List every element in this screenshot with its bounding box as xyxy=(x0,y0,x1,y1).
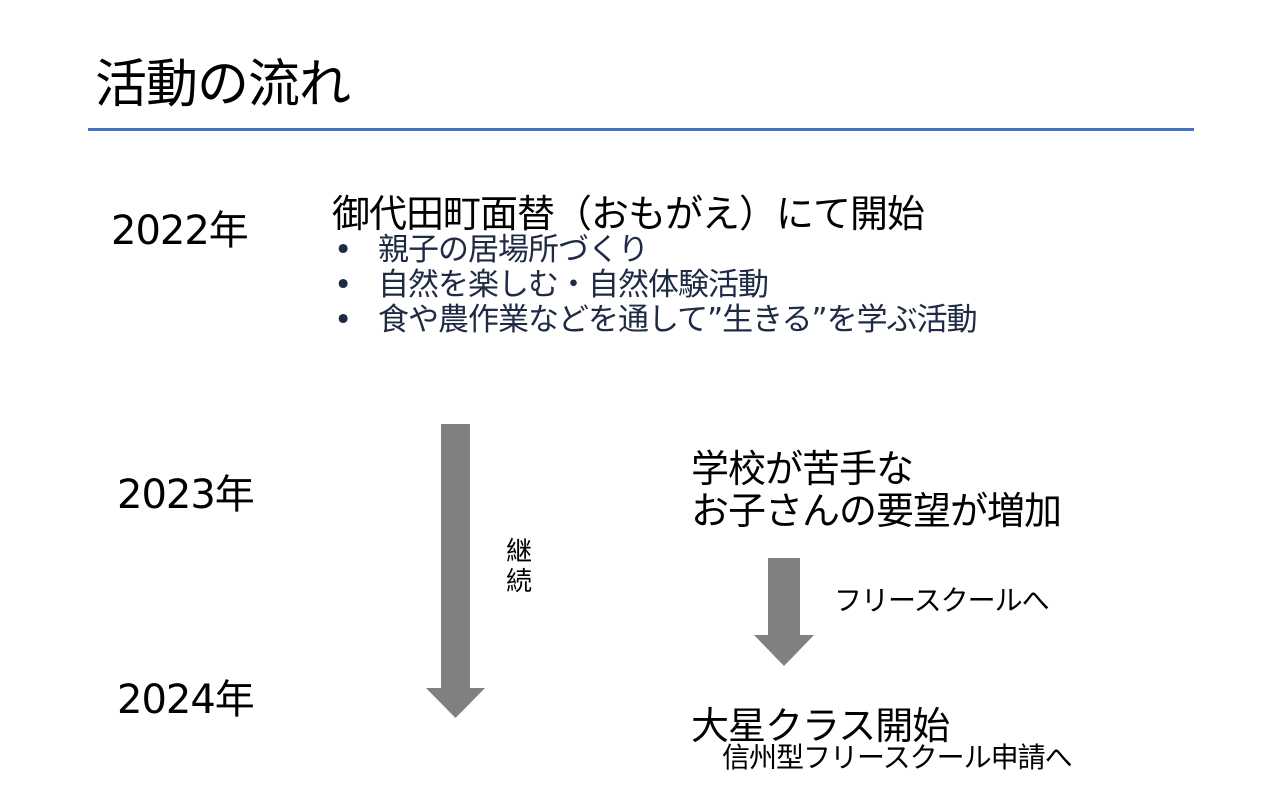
bullet-marker: • xyxy=(334,302,352,338)
bullet-text: 食や農作業などを通して”生きる”を学ぶ活動 xyxy=(378,302,978,338)
need-line-2: お子さんの要望が増加 xyxy=(691,489,1062,533)
bullet-marker: • xyxy=(334,232,352,268)
transition-arrow-icon xyxy=(754,558,814,666)
slide-title: 活動の流れ xyxy=(95,55,351,115)
bullet-item: • 自然を楽しむ・自然体験活動 xyxy=(332,268,977,303)
bullet-item: • 親子の居場所づくり xyxy=(332,233,977,268)
result-heading: 大星クラス開始 xyxy=(691,704,950,748)
title-divider xyxy=(88,128,1194,131)
continuation-label: 継続 xyxy=(505,537,532,597)
start-bullet-list: • 親子の居場所づくり • 自然を楽しむ・自然体験活動 • 食や農作業などを通し… xyxy=(332,233,978,338)
bullet-item: • 食や農作業などを通して”生きる”を学ぶ活動 xyxy=(332,302,978,338)
transition-label: フリースクールへ xyxy=(834,584,1050,617)
continuation-arrow-icon xyxy=(426,424,485,718)
year-2023-label: 2023年 xyxy=(117,472,255,518)
bullet-text: 自然を楽しむ・自然体験活動 xyxy=(378,267,769,303)
start-heading: 御代田町面替（おもがえ）にて開始 xyxy=(332,192,925,236)
continuation-arrow-shape xyxy=(426,424,485,718)
year-2022-label: 2022年 xyxy=(111,208,249,254)
need-line-1: 学校が苦手な xyxy=(691,447,914,491)
bullet-text: 親子の居場所づくり xyxy=(378,232,649,268)
transition-arrow-shape xyxy=(754,558,814,666)
result-subtext: 信州型フリースクール申請へ xyxy=(722,741,1073,774)
bullet-marker: • xyxy=(334,267,352,303)
year-2024-label: 2024年 xyxy=(117,677,255,723)
